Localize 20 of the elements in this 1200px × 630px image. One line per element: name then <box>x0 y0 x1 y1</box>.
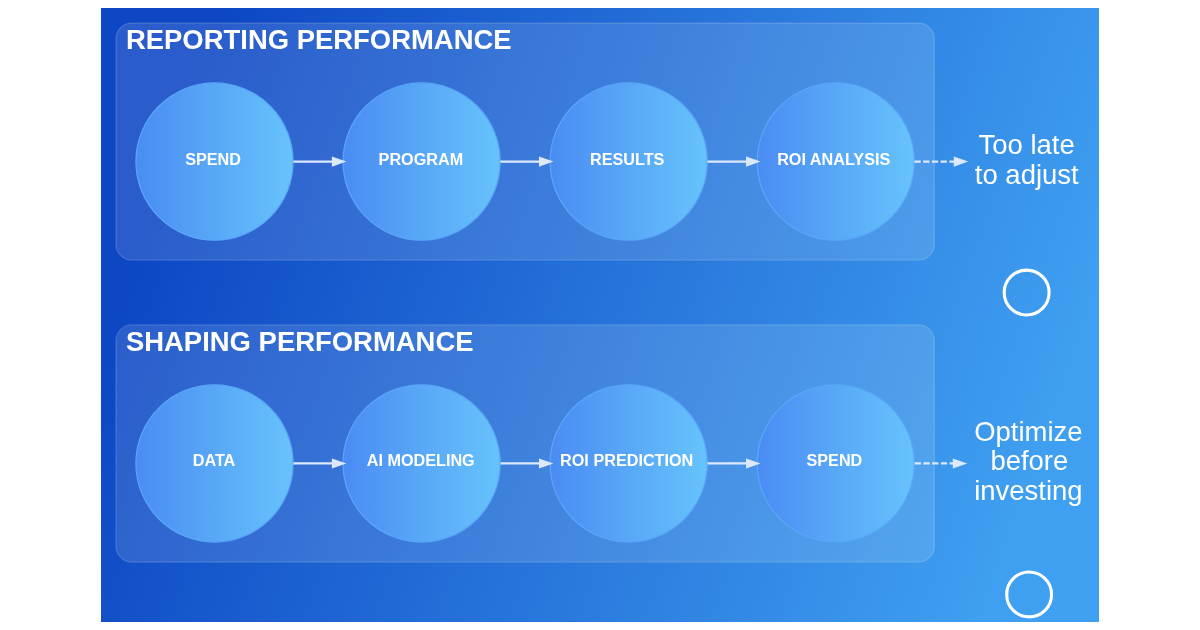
node-circle: AI MODELING <box>342 384 501 543</box>
node-circle: ROI ANALYSIS <box>756 82 915 241</box>
arrow <box>707 156 761 167</box>
arrow <box>914 458 968 469</box>
arrow <box>500 156 554 167</box>
arrow <box>293 458 347 469</box>
node-text: Optimize before investing <box>974 415 1083 507</box>
node-circle: SPEND <box>756 384 915 543</box>
arrow <box>707 458 761 469</box>
node-circle: RESULTS <box>549 82 708 241</box>
arrow <box>500 458 554 469</box>
node-circle <box>1002 268 1051 317</box>
arrow <box>914 156 969 167</box>
arrow <box>293 156 347 167</box>
node-circle: ROI PREDICTION <box>549 384 708 543</box>
node-circle: DATA <box>135 384 294 543</box>
node-circle: SPEND <box>135 82 294 241</box>
node-circle: PROGRAM <box>342 82 501 241</box>
node-text: Too late to adjust <box>974 128 1079 190</box>
node-circle <box>1005 570 1054 619</box>
